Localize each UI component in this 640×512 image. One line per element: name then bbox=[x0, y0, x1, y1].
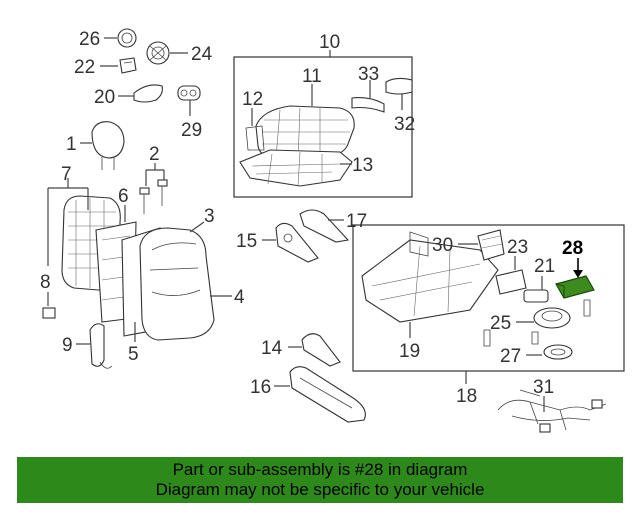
callout-32[interactable]: 32 bbox=[394, 114, 415, 135]
bolt-icons bbox=[483, 299, 591, 347]
callout-29[interactable]: 29 bbox=[181, 120, 202, 141]
callout-6[interactable]: 6 bbox=[118, 186, 129, 207]
part-2-guides[interactable] bbox=[139, 179, 168, 214]
seat-parts-diagram: 26 24 22 20 29 1 2 bbox=[40, 28, 625, 433]
part-16-side-shield[interactable] bbox=[289, 366, 366, 423]
callout-3[interactable]: 3 bbox=[204, 206, 215, 227]
callout-20[interactable]: 20 bbox=[94, 87, 115, 108]
part-12-pad-edge[interactable] bbox=[245, 125, 265, 151]
part-14-trim[interactable] bbox=[301, 333, 341, 367]
banner-line-1: Part or sub-assembly is #28 in diagram bbox=[172, 460, 468, 479]
part-22-clip[interactable] bbox=[119, 57, 137, 74]
part-8-clip[interactable] bbox=[42, 307, 56, 319]
callout-25[interactable]: 25 bbox=[490, 313, 511, 334]
callout-4[interactable]: 4 bbox=[234, 287, 245, 308]
part-24-knob[interactable] bbox=[146, 41, 170, 65]
callout-24[interactable]: 24 bbox=[191, 44, 213, 65]
callout-30[interactable]: 30 bbox=[432, 235, 453, 256]
callout-23[interactable]: 23 bbox=[507, 237, 528, 258]
callout-22[interactable]: 22 bbox=[74, 57, 95, 78]
callout-26[interactable]: 26 bbox=[79, 29, 100, 50]
banner-line-2: Diagram may not be specific to your vehi… bbox=[155, 480, 485, 499]
callout-7[interactable]: 7 bbox=[61, 164, 72, 185]
group-box-10 bbox=[233, 56, 413, 198]
part-19-seat-track[interactable] bbox=[361, 231, 499, 323]
callout-9[interactable]: 9 bbox=[62, 335, 73, 356]
group-box-18 bbox=[352, 224, 625, 372]
callout-11[interactable]: 11 bbox=[302, 66, 322, 87]
callout-10[interactable]: 10 bbox=[319, 32, 340, 53]
callout-28[interactable]: 28 bbox=[562, 238, 583, 259]
info-banner: Part or sub-assembly is #28 in diagram D… bbox=[17, 457, 623, 503]
part-26-ring[interactable] bbox=[117, 28, 137, 48]
part-33-trim[interactable] bbox=[351, 97, 385, 113]
callout-17[interactable]: 17 bbox=[346, 211, 367, 232]
callout-2[interactable]: 2 bbox=[149, 144, 160, 165]
part-28-highlighted[interactable] bbox=[555, 275, 595, 299]
callout-12[interactable]: 12 bbox=[242, 89, 263, 110]
part-17-cover[interactable] bbox=[299, 209, 350, 243]
part-15-bracket[interactable] bbox=[275, 222, 319, 263]
callout-13[interactable]: 13 bbox=[352, 155, 373, 176]
part-20-cover[interactable] bbox=[133, 84, 163, 103]
part-9-side-cover[interactable] bbox=[89, 323, 113, 369]
part-29-switch[interactable] bbox=[177, 85, 201, 101]
part-31-wire-harness[interactable] bbox=[497, 389, 607, 433]
part-25-motor[interactable] bbox=[533, 307, 571, 329]
part-13-cushion-frame[interactable] bbox=[239, 149, 353, 187]
part-1-headrest[interactable] bbox=[91, 121, 125, 170]
part-3-backrest-cover[interactable] bbox=[139, 227, 215, 341]
callout-27[interactable]: 27 bbox=[500, 346, 521, 367]
callout-19[interactable]: 19 bbox=[399, 341, 420, 362]
part-32-cap[interactable] bbox=[385, 77, 413, 95]
part-30-motor[interactable] bbox=[477, 229, 505, 261]
callout-21[interactable]: 21 bbox=[534, 256, 555, 277]
callout-1[interactable]: 1 bbox=[66, 134, 77, 155]
callout-8[interactable]: 8 bbox=[40, 272, 51, 293]
callout-15[interactable]: 15 bbox=[236, 231, 257, 252]
callout-16[interactable]: 16 bbox=[250, 377, 271, 398]
callout-5[interactable]: 5 bbox=[128, 344, 139, 365]
part-23-motor[interactable] bbox=[495, 269, 527, 295]
callout-31[interactable]: 31 bbox=[533, 377, 554, 398]
part-21-switch[interactable] bbox=[523, 289, 549, 303]
callout-33[interactable]: 33 bbox=[358, 64, 379, 85]
callout-14[interactable]: 14 bbox=[261, 338, 283, 359]
callout-18[interactable]: 18 bbox=[456, 386, 477, 407]
part-27-washer[interactable] bbox=[543, 344, 573, 360]
